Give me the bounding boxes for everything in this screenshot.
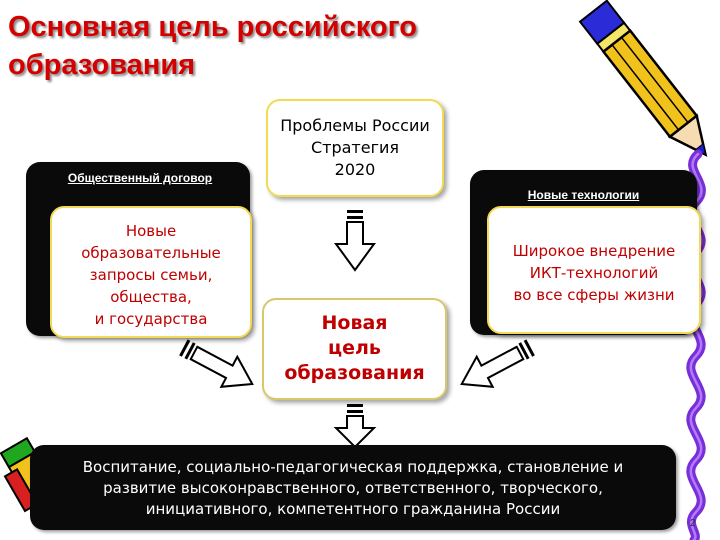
- slide-title: Основная цель российского образования: [8, 11, 417, 81]
- requests-line: и государства: [94, 310, 208, 328]
- ict-line: Широкое внедрение: [512, 242, 676, 260]
- upbringing-statement-box: Воспитание, социально-педагогическая под…: [30, 445, 676, 530]
- requests-line: запросы семьи,: [89, 266, 213, 284]
- page-number: 2: [690, 518, 696, 529]
- problems-line: Проблемы России: [280, 116, 430, 135]
- ict-line: во все сферы жизни: [513, 286, 675, 304]
- ict-adoption-box: Широкое внедрение ИКТ-технологий во все …: [487, 206, 701, 334]
- new-education-goal-box: Новая цель образования: [262, 298, 447, 400]
- educational-requests-box: Новые образовательные запросы семьи, общ…: [50, 206, 252, 338]
- goal-line: Новая: [321, 312, 388, 334]
- problems-strategy-box: Проблемы России Стратегия 2020: [266, 99, 444, 197]
- block-arrow-icon: [334, 210, 376, 272]
- block-arrow-icon: [460, 339, 535, 388]
- goal-line: цель: [328, 337, 381, 359]
- goal-line: образования: [284, 362, 425, 384]
- social-contract-label: Общественный договор: [67, 171, 213, 185]
- year-line: 2020: [334, 160, 376, 179]
- statement-line: Воспитание, социально-педагогическая под…: [82, 458, 624, 476]
- block-arrow-icon: [333, 404, 377, 449]
- block-arrow-icon: [179, 339, 254, 388]
- statement-line: развитие высоконравственного, ответствен…: [103, 479, 603, 497]
- new-technologies-label: Новые технологии: [527, 188, 640, 202]
- pencil-icon: [578, 0, 708, 157]
- strategy-line: Стратегия: [310, 138, 400, 157]
- requests-line: Новые: [125, 222, 177, 240]
- requests-line: общества,: [110, 288, 192, 306]
- statement-line: инициативного, компетентного гражданина …: [145, 500, 561, 518]
- requests-line: образовательные: [81, 244, 221, 262]
- ict-line: ИКТ-технологий: [529, 264, 659, 282]
